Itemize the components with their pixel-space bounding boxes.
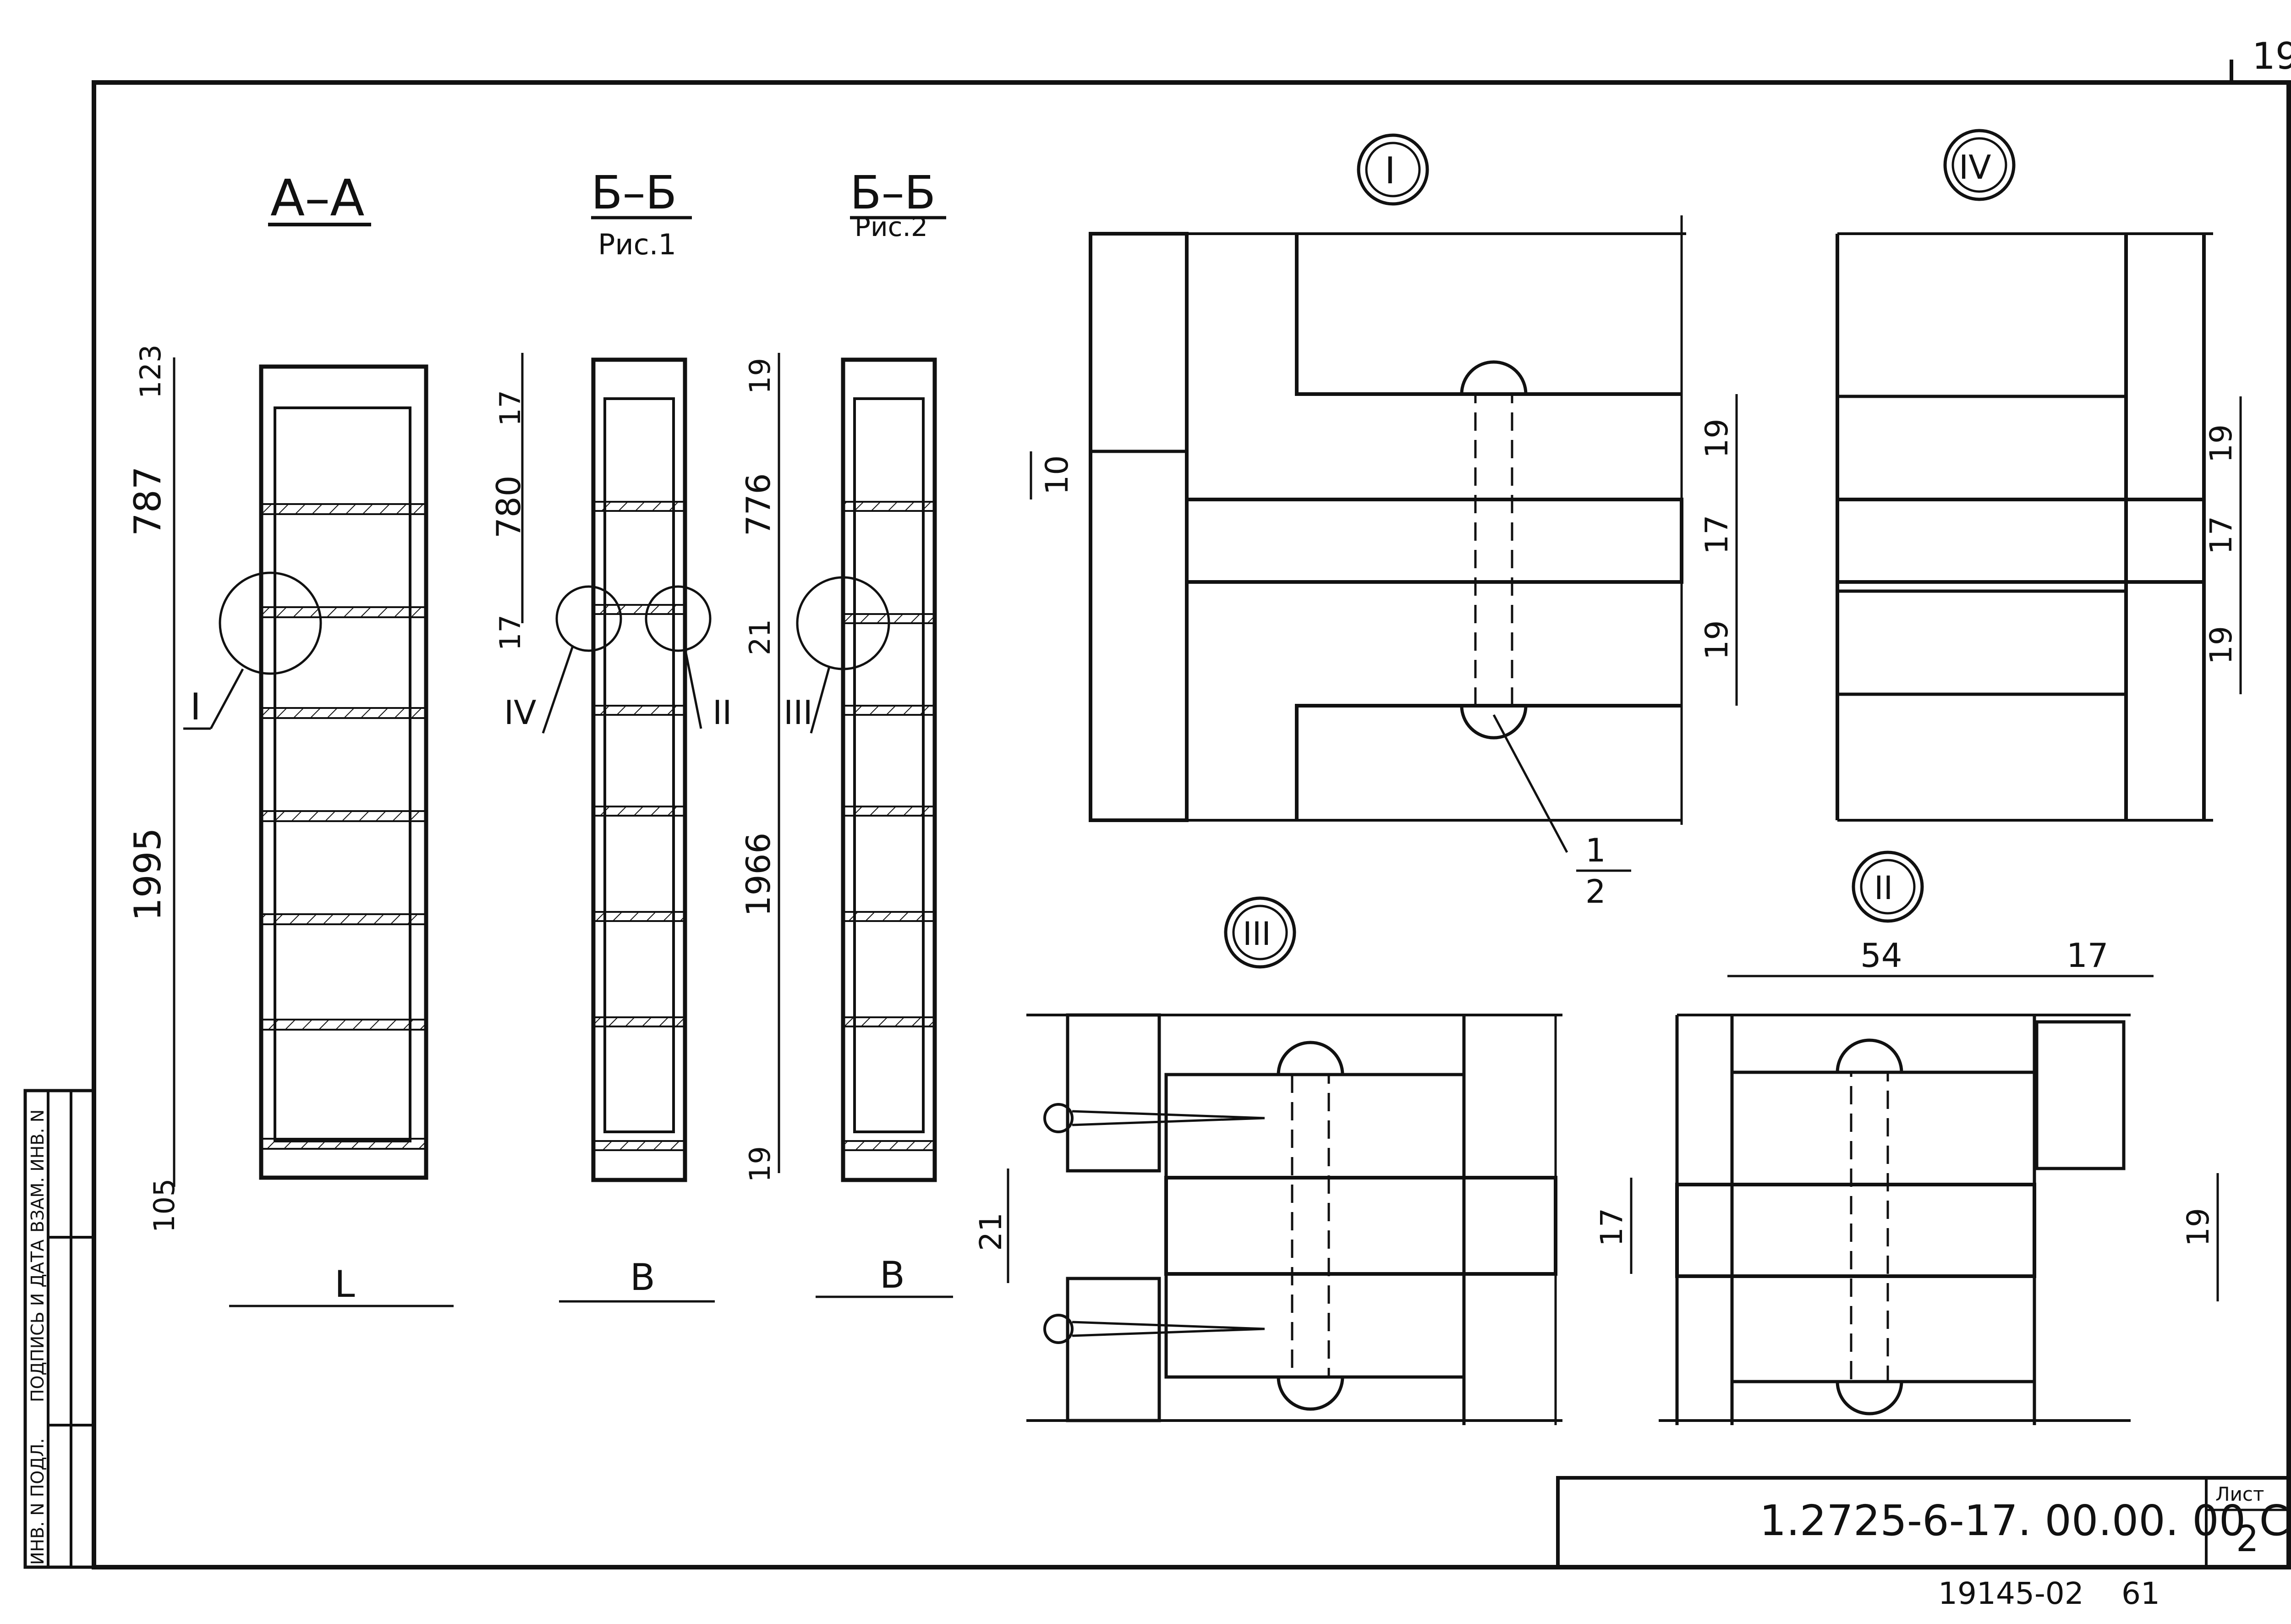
- callout-label-i: I: [190, 686, 201, 728]
- dim-d2-54: 54: [1860, 936, 1902, 975]
- callout-circle-i: [219, 571, 322, 675]
- stamp-inv-number: ИНВ. N ПОДЛ.: [27, 1438, 48, 1565]
- detail-iii-marker-outer: [1224, 896, 1296, 969]
- side-stamp: ИНВ. N ПОДЛ. ПОДПИСЬ И ДАТА ВЗАМ. ИНВ. N: [23, 1089, 96, 1569]
- section-bb2-title: Б–Б: [850, 166, 936, 219]
- dim-d4-19-top: 19: [2203, 424, 2239, 463]
- dim-bb1-17-top: 17: [493, 390, 527, 426]
- callout-circle-ii: [645, 585, 712, 652]
- dim-d1-19-bottom: 19: [1699, 620, 1735, 660]
- footer-page-number: 61: [2121, 1576, 2160, 1611]
- detail-iii: III 21 17: [973, 896, 1633, 1425]
- dim-d3-21: 21: [973, 1213, 1008, 1251]
- footer: 19145-02 61: [1938, 1576, 2160, 1611]
- callout-label-iii: III: [784, 693, 813, 732]
- doc-code: 1.2725-6-17. 00.00. 00 СБ: [1759, 1496, 2291, 1545]
- detail-ii: II 54 17 19: [1659, 850, 2219, 1425]
- section-bb2-subtitle: Рис.2: [855, 211, 928, 242]
- dim-d4-19-bottom: 19: [2203, 626, 2239, 664]
- title-block: 1.2725-6-17. 00.00. 00 СБ Лист 2: [1556, 1476, 2291, 1569]
- section-aa: А–А I 123 787 1995 105 L: [126, 169, 454, 1307]
- dim-bb1-780: 780: [489, 476, 528, 538]
- dim-bb1-17-mid: 17: [493, 614, 527, 651]
- dim-aa-105: 105: [148, 1179, 181, 1233]
- dim-d2-19: 19: [2181, 1208, 2216, 1246]
- dim-d1-10: 10: [1039, 455, 1075, 495]
- callout-label-iv: IV: [504, 693, 537, 732]
- detail-i-marker-outer: [1357, 133, 1429, 206]
- sheet-label: Лист: [2215, 1483, 2264, 1505]
- stamp-replacement-inv: ВЗАМ. ИНВ. N: [27, 1109, 48, 1233]
- screw-head-bottom: [1043, 1314, 1074, 1344]
- section-bb1-subtitle: Рис.1: [598, 228, 676, 261]
- section-aa-shelves: [260, 503, 427, 1150]
- section-aa-title: А–А: [270, 169, 365, 227]
- sheet-number-top: 198: [2252, 35, 2291, 77]
- dim-d2-17: 17: [2066, 936, 2109, 975]
- width-label-l: L: [334, 1263, 355, 1306]
- width-label-b1: B: [630, 1256, 655, 1299]
- callout-circle-iv: [555, 585, 622, 652]
- section-bb1-title: Б–Б: [591, 166, 677, 219]
- detail-iv-marker-outer: [1943, 129, 2016, 201]
- dim-aa-1995: 1995: [126, 828, 169, 921]
- dim-aa-787: 787: [126, 466, 169, 536]
- detail-iii-label: III: [1243, 915, 1271, 953]
- screw-head-top: [1043, 1103, 1074, 1133]
- dim-bb2-19-bottom: 19: [743, 1146, 777, 1182]
- dim-bb2-776: 776: [739, 473, 778, 536]
- footer-order-number: 19145-02: [1938, 1576, 2084, 1611]
- detail-ii-marker-outer: [1852, 850, 1924, 923]
- dim-d1-17: 17: [1699, 515, 1735, 554]
- dim-d1-19-top: 19: [1699, 418, 1735, 458]
- detail-i-label: I: [1385, 149, 1396, 192]
- section-bb-fig2: Б–Б Рис.2 III 19 776 21 1966 19 B: [739, 166, 953, 1298]
- detail-iv: IV 19 17 19: [1836, 129, 2242, 822]
- stamp-signature-date: ПОДПИСЬ И ДАТА: [27, 1240, 48, 1402]
- detail-i-leader-2: 2: [1585, 873, 1606, 911]
- detail-ii-label: II: [1874, 869, 1893, 907]
- drawing-frame: 198: [92, 35, 2291, 1569]
- detail-iv-label: IV: [1959, 148, 1991, 187]
- sheet-value: 2: [2236, 1519, 2259, 1560]
- dim-aa-123: 123: [134, 345, 167, 399]
- callout-circle-iii: [796, 576, 890, 670]
- detail-i: I 1 2 10 19 17 19: [1030, 133, 1738, 911]
- detail-i-leader-1: 1: [1585, 832, 1606, 869]
- dim-d4-17: 17: [2203, 516, 2239, 554]
- dim-bb2-21: 21: [743, 619, 777, 655]
- dim-bb2-19-top: 19: [743, 358, 777, 394]
- dim-bb2-1966: 1966: [739, 833, 778, 916]
- dim-d3-17: 17: [1594, 1208, 1629, 1246]
- callout-label-ii: II: [713, 693, 732, 732]
- section-bb-fig1: Б–Б Рис.1 IV II 17 780 17 B: [489, 166, 732, 1303]
- width-label-b2: B: [880, 1254, 905, 1296]
